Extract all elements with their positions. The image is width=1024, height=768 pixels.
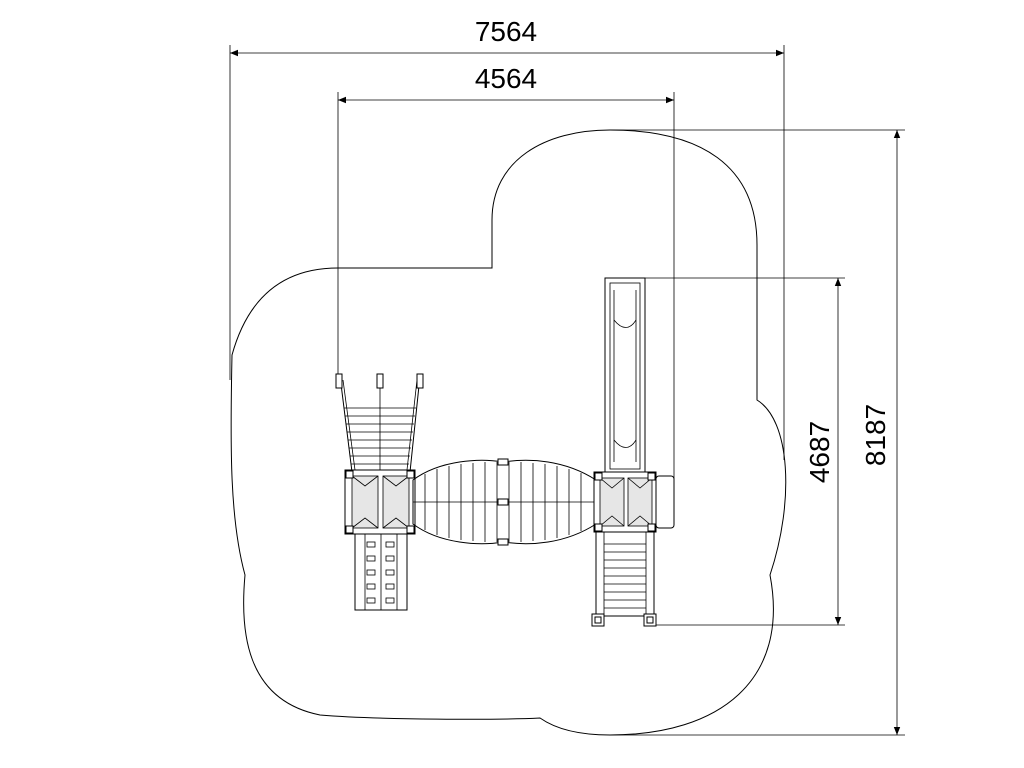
overall-depth-label: 8187 <box>860 404 891 466</box>
overall-width-label: 7564 <box>475 16 537 47</box>
right-tower <box>593 471 675 533</box>
extension-lines <box>229 45 905 736</box>
left-tower <box>344 469 416 535</box>
tunnel-bridge <box>412 458 597 546</box>
slide <box>604 277 646 475</box>
equipment-width-label: 4564 <box>475 63 537 94</box>
net-climber <box>335 373 424 473</box>
safety-zone-outline <box>230 129 787 736</box>
right-stairs <box>591 531 657 627</box>
left-ladder <box>354 533 408 611</box>
equipment-depth-label: 4687 <box>804 421 835 483</box>
